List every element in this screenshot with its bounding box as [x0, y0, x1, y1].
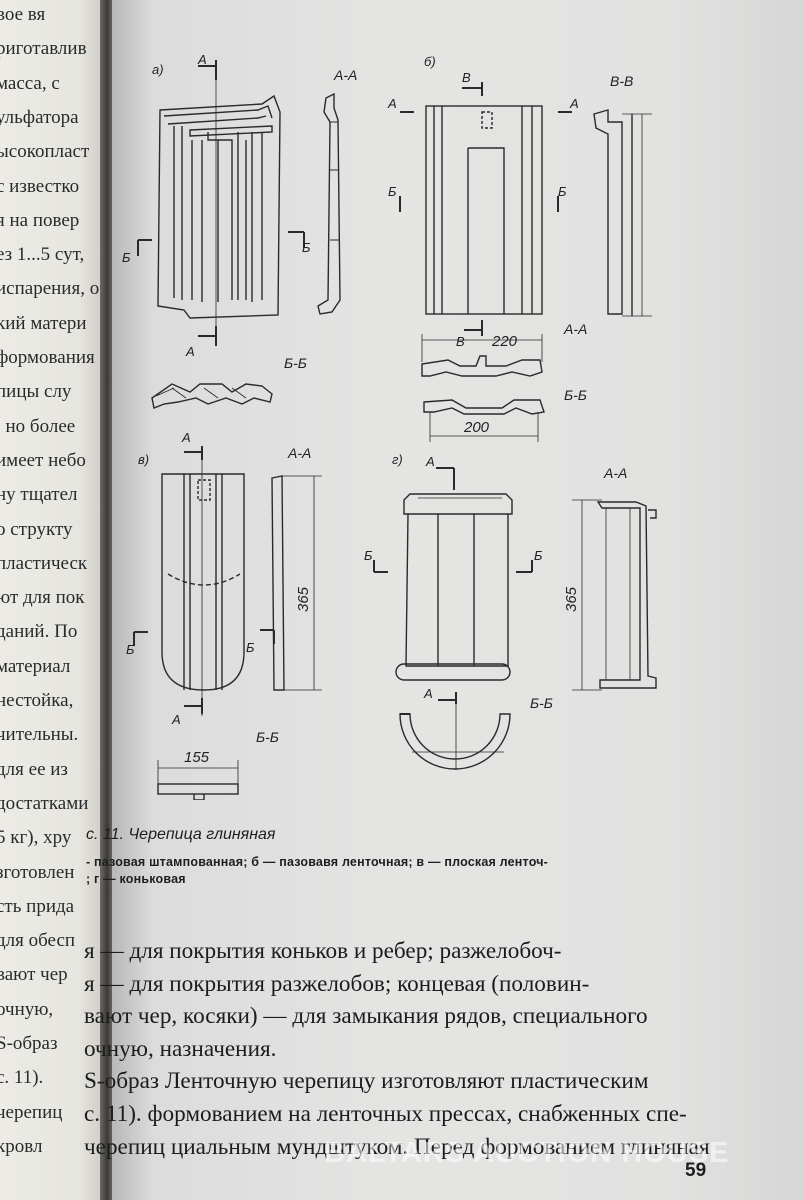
- body-text-line: я — для покрытия разжелобов; концевая (п…: [84, 970, 590, 997]
- panel-v-dim-height: 365: [295, 586, 312, 612]
- left-page-text-fragment: 5 кг), хру: [0, 827, 72, 849]
- left-page-text-fragment: очную,: [0, 998, 54, 1020]
- left-page-text-fragment: ысокопласт: [0, 141, 90, 163]
- left-page-text-fragment: риготавлив: [0, 38, 87, 60]
- left-page-text-fragment: материал: [0, 655, 71, 677]
- left-page-text-fragment: с известко: [0, 175, 80, 197]
- body-text-line: вают чер, косяки) — для замыкания рядов,…: [84, 1003, 648, 1030]
- panel-b-section-aa: А-А: [563, 321, 587, 337]
- panel-g-section-bb: Б-Б: [530, 695, 553, 711]
- panel-b-mark-v-bottom: В: [456, 334, 465, 349]
- left-page-text-fragment: испарения, о: [0, 278, 100, 300]
- left-page-text-fragment: ез 1...5 сут,: [0, 244, 85, 266]
- left-page-text-fragment: кий матери: [0, 312, 87, 334]
- panel-g-label: г): [392, 452, 403, 467]
- panel-v-label: в): [138, 452, 149, 467]
- panel-a-mark-b-right: Б: [302, 240, 311, 255]
- left-page-text-fragment: о структу: [0, 518, 73, 540]
- left-page-text-fragment: кровл: [0, 1135, 43, 1157]
- panel-a-label: а): [152, 62, 164, 77]
- panel-a-mark-b-left: Б: [122, 250, 131, 265]
- panel-a-mark-a-top: А: [197, 52, 207, 67]
- body-text-line: черепиц циальным мундштуком. Перед формо…: [84, 1133, 710, 1160]
- panel-b-mark-b-right: Б: [558, 184, 567, 199]
- panel-v-mark-b-right: Б: [246, 640, 255, 655]
- body-text-line: я — для покрытия коньков и ребер; разжел…: [84, 938, 562, 964]
- panel-g-mark-b-right: Б: [534, 548, 543, 563]
- panel-g-section-aa: А-А: [603, 465, 627, 481]
- body-text: я — для покрытия коньков и ребер; разжел…: [84, 935, 804, 1163]
- caption-legend-line: ; г — коньковая: [86, 872, 186, 886]
- panel-v-section-aa: А-А: [287, 445, 311, 461]
- panel-a-section-bb: Б-Б: [284, 355, 307, 371]
- left-page-text-fragment: , но более: [0, 415, 76, 437]
- panel-b-section-bb: Б-Б: [564, 387, 587, 403]
- caption-title: с. 11. Черепица глиняная: [86, 826, 276, 843]
- panel-b-mark-b-left: Б: [388, 184, 397, 199]
- panel-v-mark-a-bottom: А: [171, 712, 181, 727]
- panel-b-mark-a-left: А: [387, 96, 397, 111]
- panel-b-label: б): [424, 54, 436, 69]
- left-page-text-fragment: вое вя: [0, 4, 46, 25]
- left-page-text-fragment: S-образ: [0, 1033, 58, 1054]
- figure-caption: с. 11. Черепица глиняная - пазовая штамп…: [86, 826, 796, 888]
- panel-b-dim-aa: 220: [491, 333, 518, 350]
- left-page-text-fragment: имеет небо: [0, 449, 86, 471]
- left-page-text-fragment: достатками: [0, 792, 89, 814]
- left-page-text-fragment: даний. По: [0, 621, 78, 643]
- body-text-line: очную, назначения.: [84, 1035, 277, 1062]
- panel-v-section-bb: Б-Б: [256, 729, 279, 745]
- left-page-text-fragment: нестойка,: [0, 690, 74, 711]
- page-number: 59: [685, 1160, 707, 1181]
- panel-b-dim-bb: 200: [463, 419, 490, 436]
- left-page-text-fragment: пицы слу: [0, 381, 72, 403]
- left-page-text-fragment: сть прида: [0, 895, 75, 917]
- panel-b-drawing: [399, 82, 652, 442]
- panel-g-mark-a-top: А: [425, 454, 435, 469]
- right-page: а) А-А А А Б Б Б-Б б) В В-В А А Б Б В 22…: [84, 0, 804, 1200]
- panel-a-mark-a-bottom: А: [185, 344, 195, 359]
- panel-v-drawing: [133, 446, 322, 800]
- panel-b-section-vv: В-В: [610, 73, 633, 89]
- left-page-text-fragment: формования: [0, 347, 95, 368]
- left-page-text-fragment: ульфатора: [0, 106, 79, 128]
- panel-a-section-aa: А-А: [333, 67, 357, 83]
- panel-a-drawing: [137, 60, 341, 409]
- left-page-text-fragment: черепиц: [0, 1101, 63, 1123]
- caption-legend-line: - пазовая штампованная; б — пазовавя лен…: [86, 855, 549, 869]
- left-page-text-fragment: ют для пок: [0, 587, 85, 609]
- panel-g-drawing: [373, 467, 657, 770]
- left-page-text-fragment: с. 11).: [0, 1067, 44, 1089]
- panel-g-dim-height: 365: [563, 586, 580, 612]
- panel-v-mark-a-top: А: [181, 430, 191, 445]
- left-page-text-fragment: для обесп: [0, 930, 76, 952]
- left-page-text-fragment: масса, с: [0, 72, 60, 94]
- left-page-text-fragment: пластическ: [0, 552, 88, 574]
- tile-figure: а) А-А А А Б Б Б-Б б) В В-В А А Б Б В 22…: [122, 52, 657, 800]
- left-page-text-fragment: я на повер: [0, 209, 80, 231]
- body-text-line: S-образ Ленточную черепицу изготовляют п…: [84, 1068, 649, 1095]
- panel-g-mark-b-left: Б: [364, 548, 373, 563]
- left-page-text-fragment: зготовлен: [0, 861, 75, 883]
- panel-b-mark-v: В: [462, 70, 471, 85]
- auction-watermark: BALTARS AUCTION HOUSE: [324, 1137, 730, 1169]
- panel-g-mark-a-bottom: А: [423, 686, 433, 701]
- panel-v-dim-width: 155: [184, 749, 210, 766]
- caption-legend: - пазовая штампованная; б — пазовавя лен…: [86, 854, 796, 888]
- left-page: вое вя риготавлив масса, с ульфатора ысокопл…: [0, 0, 112, 1200]
- body-text-line: с. 11). формованием на ленточных прессах…: [84, 1100, 687, 1127]
- left-page-text-fragment: ну тщател: [0, 484, 78, 506]
- panel-b-mark-a-right: А: [569, 96, 579, 111]
- left-page-text-fragment: для ее из: [0, 758, 68, 780]
- panel-v-mark-b-left: Б: [126, 642, 135, 657]
- left-page-text-fragment: чительны.: [0, 724, 79, 746]
- left-page-text-fragment: вают чер: [0, 964, 68, 986]
